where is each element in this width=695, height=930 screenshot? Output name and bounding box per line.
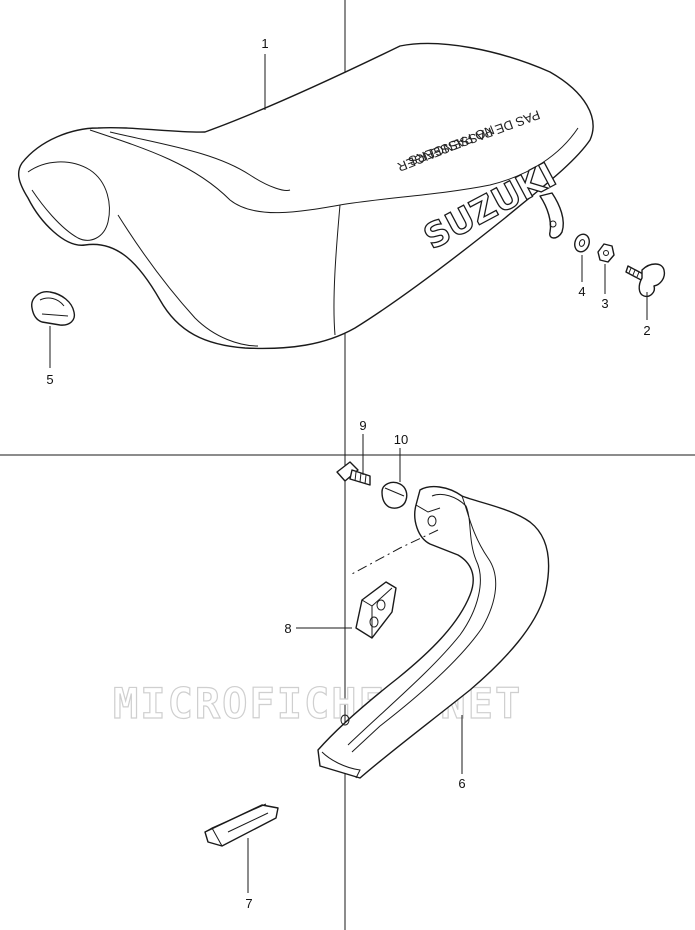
- bracket-hole-lower: [369, 616, 379, 628]
- bolt-head: [336, 461, 359, 482]
- callout-7: 7: [245, 896, 252, 911]
- washer-3-outer: [597, 243, 615, 263]
- carrier-handle-inner-rail: [347, 493, 481, 746]
- carrier-handle-foot: [321, 751, 361, 779]
- carrier-handle-hole-upper: [427, 515, 437, 527]
- bracket[interactable]: [355, 581, 397, 639]
- carrier-handle-flange: [351, 495, 497, 753]
- callout-10: 10: [394, 432, 408, 447]
- spacer-side-edge: [211, 827, 223, 847]
- callout-5: 5: [46, 372, 53, 387]
- carrier-handle-hole-lower: [340, 714, 350, 726]
- washer-3[interactable]: [597, 243, 615, 263]
- callout-8: 8: [284, 621, 291, 636]
- carrier-handle-tab: [415, 504, 441, 513]
- washer-3-hole: [603, 250, 609, 256]
- nut-edge: [384, 487, 405, 497]
- bracket-body: [355, 581, 397, 639]
- seat-hook-hole: [549, 220, 557, 228]
- seat-lower-curve: [117, 214, 259, 347]
- bolt-thread: [354, 471, 367, 485]
- cushion-top-line: [39, 297, 65, 307]
- cushion-mid-line: [41, 313, 69, 317]
- washer-4-outer: [574, 233, 590, 253]
- washer-4[interactable]: [572, 232, 591, 254]
- wing-bolt-thread: [628, 267, 640, 278]
- carrier-handle-body: [317, 485, 550, 779]
- seat-rear-hook: [539, 192, 564, 239]
- callout-1: 1: [261, 36, 268, 51]
- seat-top-edge: [109, 131, 291, 191]
- bolt[interactable]: [336, 461, 371, 486]
- washer-4-hole: [578, 239, 586, 247]
- spacer[interactable]: [204, 803, 279, 847]
- seat[interactable]: SUZUKI NO PASSENGER PAS DE PASSENGERS: [17, 42, 594, 350]
- callout-6: 6: [458, 776, 465, 791]
- wing-bolt[interactable]: [625, 263, 666, 298]
- spacer-groove: [227, 812, 269, 833]
- nut[interactable]: [381, 481, 408, 509]
- callout-2: 2: [643, 323, 650, 338]
- cushion-body: [31, 291, 76, 326]
- cushion[interactable]: [31, 291, 76, 326]
- wing-bolt-head: [638, 263, 666, 298]
- carrier-handle[interactable]: [317, 485, 550, 779]
- callout-3: 3: [601, 296, 608, 311]
- bracket-hole-upper: [376, 599, 386, 611]
- assembly-line: [349, 529, 439, 576]
- seat-body: [17, 42, 594, 350]
- callout-4: 4: [578, 284, 585, 299]
- seat-front-opening: [27, 161, 110, 241]
- seat-side-piping: [333, 204, 341, 336]
- callout-9: 9: [359, 418, 366, 433]
